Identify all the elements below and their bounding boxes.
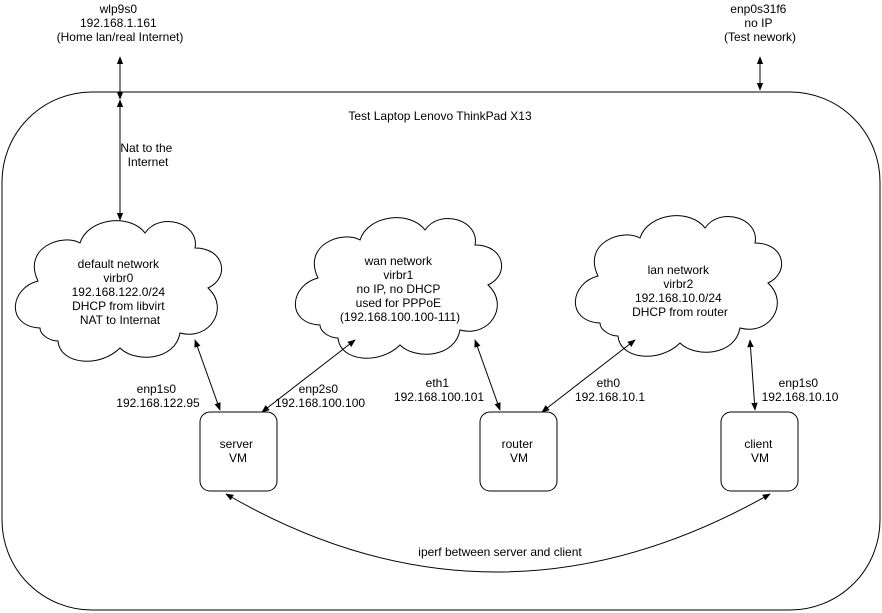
wlp9s0-label: wlp9s0 192.168.1.161 (Home lan/real Inte… [57, 2, 184, 44]
server-enp2s0-label: enp2s0 192.168.100.100 [275, 382, 365, 410]
router-eth1-label: eth1 192.168.100.101 [394, 376, 484, 404]
router-eth0-arrow [541, 339, 636, 413]
svg-text:router VM: router VM [502, 437, 537, 465]
svg-text:wan network virbr1: wan network virbr1 no IP, no DHCP used f… [340, 254, 460, 324]
server-enp1s0-label: enp1s0 192.168.122.95 [116, 382, 200, 410]
default-network-cloud: default network virbr0 192.168.122.0/24 … [14, 220, 223, 362]
svg-text:default network virbr0: default network virbr0 192.168.122.0/24 … [72, 257, 169, 327]
router-eth0-label: eth0 192.168.10.1 [575, 376, 645, 404]
server-vm[interactable]: server VM [199, 411, 278, 492]
router-vm[interactable]: router VM [479, 411, 558, 492]
cloud-shape [574, 215, 783, 357]
svg-text:lan network virbr2: lan network virbr2 192.168.10.0/24 DHCP … [632, 263, 728, 319]
client-vm[interactable]: client VM [720, 411, 799, 492]
client-enp1s0-label: enp1s0 192.168.10.10 [762, 376, 839, 404]
server-enp2s0-arrow [261, 339, 356, 413]
laptop-container [1, 91, 881, 611]
client-enp1s0-arrow [747, 339, 758, 411]
svg-text:client VM: client VM [744, 437, 775, 465]
router-eth1-arrow [474, 339, 501, 411]
iperf-curve-arrow [225, 493, 771, 573]
nat-label: Nat to the Internet [120, 141, 175, 169]
lan-network-cloud: lan network virbr2 192.168.10.0/24 DHCP … [574, 215, 783, 357]
cloud-shape [14, 220, 223, 362]
wan-network-cloud: wan network virbr1 no IP, no DHCP used f… [294, 217, 503, 359]
enp0s31f6-label: enp0s31f6 no IP (Test nework) [724, 2, 796, 44]
svg-text:server VM: server VM [220, 437, 257, 465]
laptop-title: Test Laptop Lenovo ThinkPad X13 [348, 109, 532, 123]
server-enp1s0-arrow [194, 339, 221, 411]
cloud-shape [294, 217, 503, 359]
iperf-label: iperf between server and client [418, 545, 582, 559]
